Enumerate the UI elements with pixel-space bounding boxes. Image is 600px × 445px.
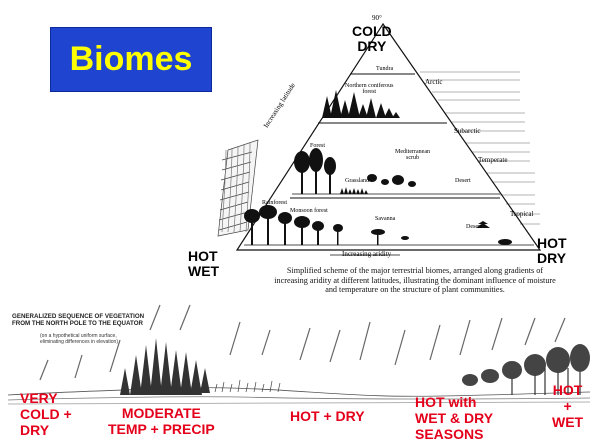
annotation-hot-dry: HOT + DRY — [290, 408, 365, 424]
biome-label-savanna: Savanna — [375, 216, 395, 222]
sequence-subtitle: (on a hypothetical uniform surface, elim… — [40, 334, 160, 345]
zone-label-arctic: Arctic — [425, 78, 443, 86]
side-label-aridity: Increasing aridity — [342, 250, 391, 258]
annotation-hot-wet-dry-seasons: HOT with WET & DRY SEASONS — [415, 394, 493, 442]
profile-grass — [215, 380, 280, 392]
biome-label-northern-coniferous: Northern coniferous forest — [345, 83, 393, 95]
biome-label-desert-tropical: Desert — [466, 224, 482, 230]
biome-label-tundra: Tundra — [376, 66, 393, 72]
corner-label-bottom-right: HOT DRY — [537, 236, 567, 266]
annotation-hot-wet: HOT + WET — [552, 382, 583, 430]
zone-label-subarctic: Subarctic — [454, 127, 480, 135]
profile-tropical-forest — [462, 344, 590, 386]
biome-label-mediterranean: Mediterranean scrub — [395, 149, 430, 161]
corner-label-top: COLD DRY — [352, 24, 392, 54]
annotation-very-cold-dry: VERY COLD + DRY — [20, 390, 72, 438]
biome-label-grassland: Grassland — [345, 178, 369, 184]
apex-label: 90° — [372, 14, 382, 22]
sequence-title: GENERALIZED SEQUENCE OF VEGETATION FROM … — [12, 313, 162, 327]
zone-label-tropical: Tropical — [510, 210, 533, 218]
latitude-zone-shading — [420, 72, 540, 224]
pyramid-caption: Simplified scheme of the major terrestri… — [270, 266, 560, 295]
annotation-moderate: MODERATE TEMP + PRECIP — [108, 405, 215, 437]
zone-label-temperate: Temperate — [478, 156, 507, 164]
profile-forest-north — [120, 338, 210, 395]
biome-label-forest: Forest — [310, 143, 325, 149]
biome-label-desert-temperate: Desert — [455, 178, 471, 184]
biome-label-monsoon: Monsoon forest — [290, 208, 328, 214]
corner-label-bottom-left: HOT WET — [188, 249, 219, 279]
vegetation-profile — [8, 388, 590, 404]
biome-label-rainforest: Rainforest — [262, 200, 287, 206]
